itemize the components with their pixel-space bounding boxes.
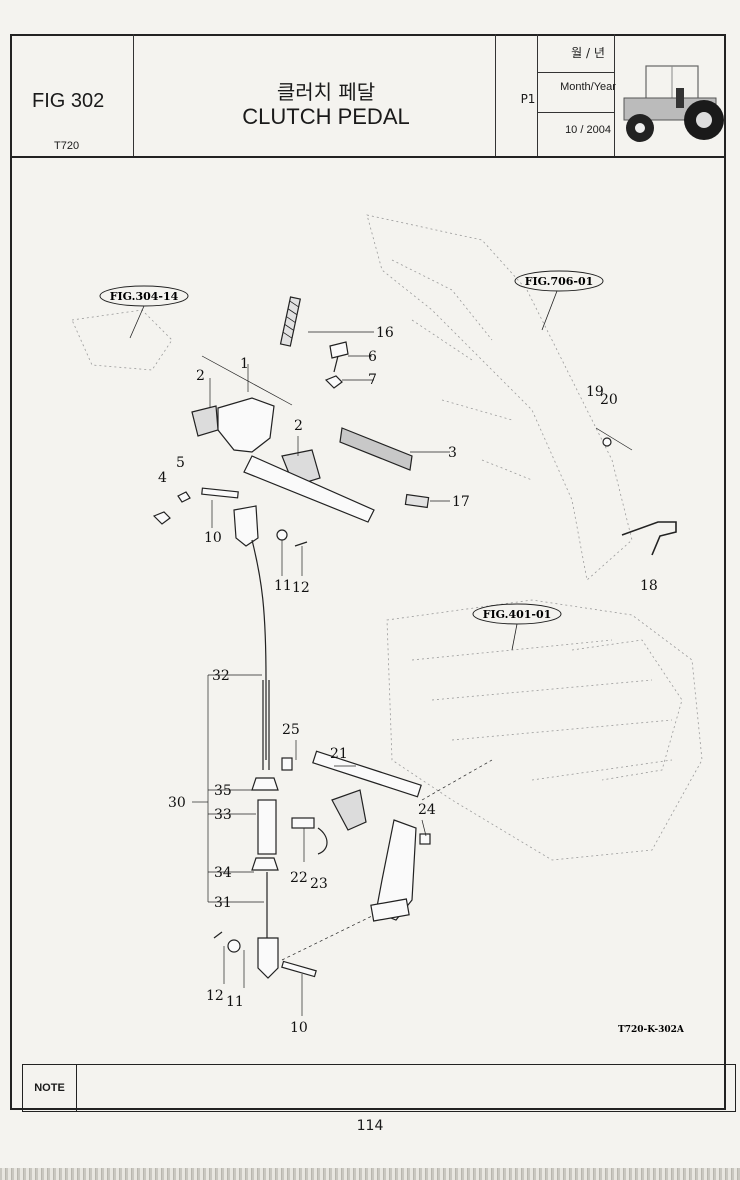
- page-ref: P1: [520, 92, 536, 106]
- leader-lines: [192, 331, 633, 1016]
- exploded-diagram: FIG.304-14 FIG.706-01 FIG.401-01: [71, 214, 703, 1036]
- divider: [133, 34, 134, 156]
- callout-label: 30: [168, 795, 186, 811]
- svg-text:FIG.401-01: FIG.401-01: [483, 608, 552, 621]
- month-year-label: Month/Year: [560, 81, 616, 93]
- part-drawings: [152, 296, 677, 979]
- callout-label: 16: [376, 325, 394, 341]
- callout-label: 31: [214, 895, 232, 911]
- callout-label: 18: [640, 578, 658, 594]
- ref-balloon[interactable]: FIG.401-01: [472, 603, 562, 651]
- revision-date: 10 / 2004: [565, 124, 611, 136]
- callout-label: 32: [212, 668, 230, 684]
- callout-label: 11: [226, 994, 244, 1010]
- page-frame: [10, 34, 726, 1110]
- ref-balloon[interactable]: FIG.304-14: [99, 285, 189, 339]
- drawing-code: T720-K-302A: [618, 1025, 685, 1035]
- callout-label: 21: [330, 746, 348, 762]
- page-title: CLUTCH PEDAL: [242, 104, 410, 129]
- title-block: FIG 302 T720 클러치 페달 CLUTCH PEDAL P1 월 / …: [10, 34, 726, 158]
- callout-label: 6: [368, 349, 377, 365]
- callouts: 16 6 7 1 2 2 3 5 4 17 10 11 12 19 20 18 …: [158, 325, 658, 1036]
- callout-label: 20: [600, 392, 618, 408]
- svg-text:FIG.304-14: FIG.304-14: [110, 290, 179, 303]
- callout-label: 1: [240, 356, 249, 372]
- callout-label: 5: [176, 455, 185, 471]
- scan-edge: [0, 1168, 740, 1180]
- callout-label: 33: [214, 807, 232, 823]
- figure-id: FIG 302: [32, 90, 105, 112]
- note-label: NOTE: [23, 1065, 77, 1111]
- callout-label: 2: [196, 368, 205, 384]
- divider: [614, 34, 615, 156]
- callout-label: 7: [368, 372, 377, 388]
- callout-label: 10: [204, 530, 222, 546]
- title-korean: 클러치 페달: [276, 80, 376, 104]
- divider: [537, 34, 538, 156]
- callout-label: 22: [290, 870, 308, 886]
- note-box: NOTE: [22, 1064, 736, 1112]
- callout-label: 10: [290, 1020, 308, 1036]
- svg-text:FIG.706-01: FIG.706-01: [525, 275, 594, 288]
- callout-label: 35: [214, 783, 232, 799]
- callout-label: 25: [282, 722, 300, 738]
- callout-label: 3: [448, 445, 457, 461]
- callout-label: 24: [418, 802, 436, 818]
- ref-balloon[interactable]: FIG.706-01: [514, 270, 604, 331]
- page-number: 114: [356, 1118, 384, 1134]
- callout-label: 12: [292, 580, 310, 596]
- divider: [537, 112, 614, 113]
- callout-label: 12: [206, 988, 224, 1004]
- callout-label: 23: [310, 876, 328, 892]
- divider: [495, 34, 496, 156]
- month-year-korean: 월 / 년: [571, 46, 605, 60]
- divider: [537, 72, 614, 73]
- callout-label: 2: [294, 418, 303, 434]
- model-code: T720: [54, 140, 80, 152]
- background-frame-outline: [71, 214, 703, 861]
- tractor-icon: [623, 65, 724, 142]
- callout-label: 4: [158, 470, 167, 486]
- callout-label: 17: [452, 494, 470, 510]
- callout-label: 19: [586, 384, 604, 400]
- callout-label: 34: [214, 865, 232, 881]
- callout-label: 11: [274, 578, 292, 594]
